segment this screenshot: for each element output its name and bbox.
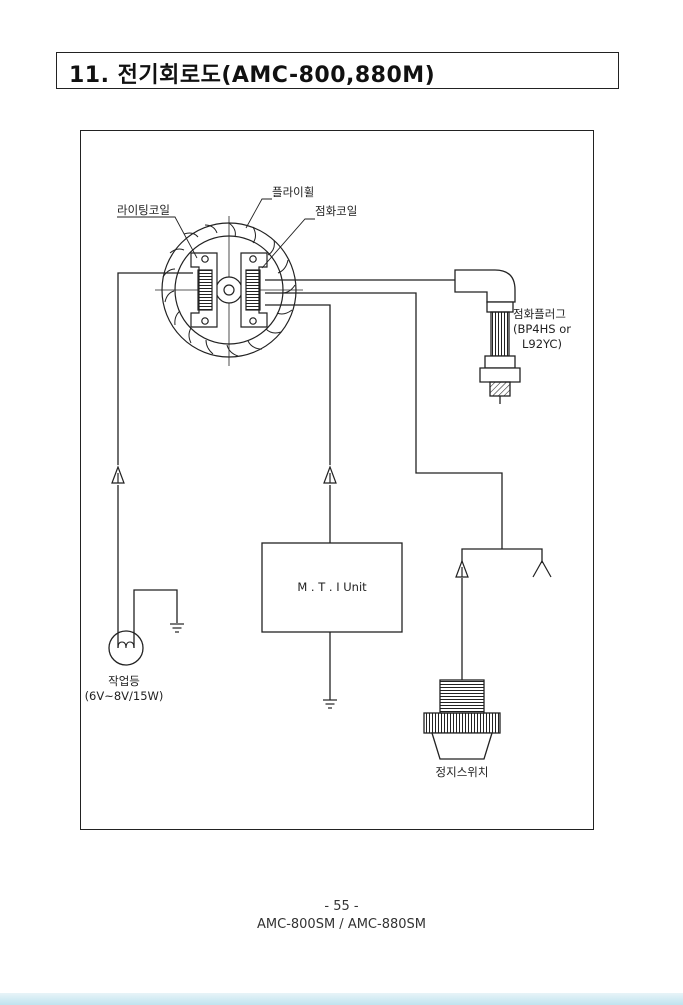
- stop-switch-label: 정지스위치: [436, 765, 489, 779]
- work-lamp-symbol: [108, 630, 144, 666]
- page-number: - 55 -: [324, 899, 359, 914]
- diagram-frame: [80, 130, 594, 830]
- spark-plug-label-3: L92YC): [522, 337, 562, 351]
- title-box: 11. 전기회로도(AMC-800,880M): [56, 52, 619, 89]
- spark-plug-label-1: 점화플러그: [513, 307, 566, 321]
- stop-switch-symbol: [423, 679, 501, 760]
- mti-unit-box: [261, 542, 403, 633]
- model-footer: AMC-800SM / AMC-880SM: [257, 917, 426, 932]
- bottom-strip: [0, 993, 683, 1005]
- spark-plug-label-2: (BP4HS or: [513, 322, 571, 336]
- page-title: 11. 전기회로도(AMC-800,880M): [69, 63, 436, 88]
- flywheel-symbol: [155, 216, 303, 366]
- ground-symbols: [170, 623, 337, 709]
- leader-lines: [117, 198, 315, 269]
- ignition-coil-label: 점화코일: [315, 204, 357, 218]
- connectors: [111, 465, 552, 578]
- spark-plug-symbol: [454, 269, 521, 404]
- work-lamp-label-1: 작업등: [108, 674, 140, 688]
- flywheel-label: 플라이휠: [272, 185, 314, 199]
- wiring: [117, 272, 543, 700]
- work-lamp-label-2: (6V~8V/15W): [85, 689, 164, 703]
- mti-unit-label: M . T . I Unit: [297, 580, 367, 594]
- lighting-coil-label: 라이팅코일: [117, 203, 170, 217]
